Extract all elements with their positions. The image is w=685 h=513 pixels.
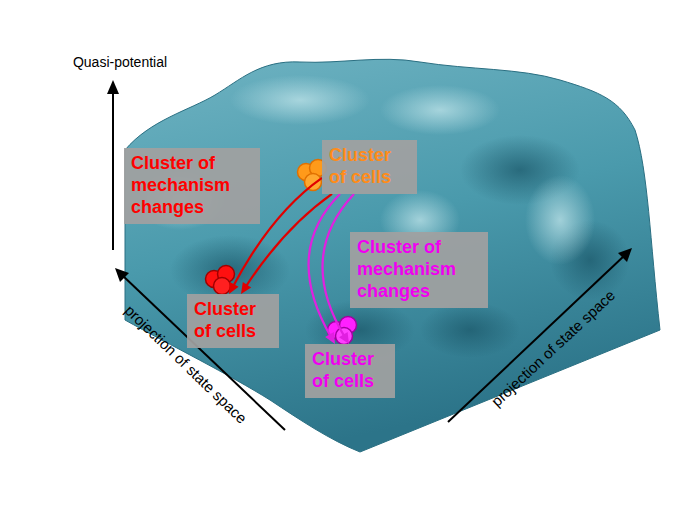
cluster-box: Cluster of cells bbox=[187, 294, 279, 348]
cluster-box: Cluster of cells bbox=[305, 344, 395, 398]
box-text: Cluster of cells bbox=[329, 145, 410, 189]
box-text: Cluster of cells bbox=[194, 299, 272, 343]
cluster-box: Cluster of mechanism changes bbox=[350, 232, 488, 308]
cluster-box: Cluster of cells bbox=[322, 140, 417, 194]
axis-label: Quasi-potential bbox=[73, 54, 167, 70]
box-text: Cluster of mechanism changes bbox=[357, 237, 481, 303]
box-text: Cluster of mechanism changes bbox=[131, 153, 253, 219]
box-text: Cluster of cells bbox=[312, 349, 388, 393]
cluster-box: Cluster of mechanism changes bbox=[124, 148, 260, 224]
